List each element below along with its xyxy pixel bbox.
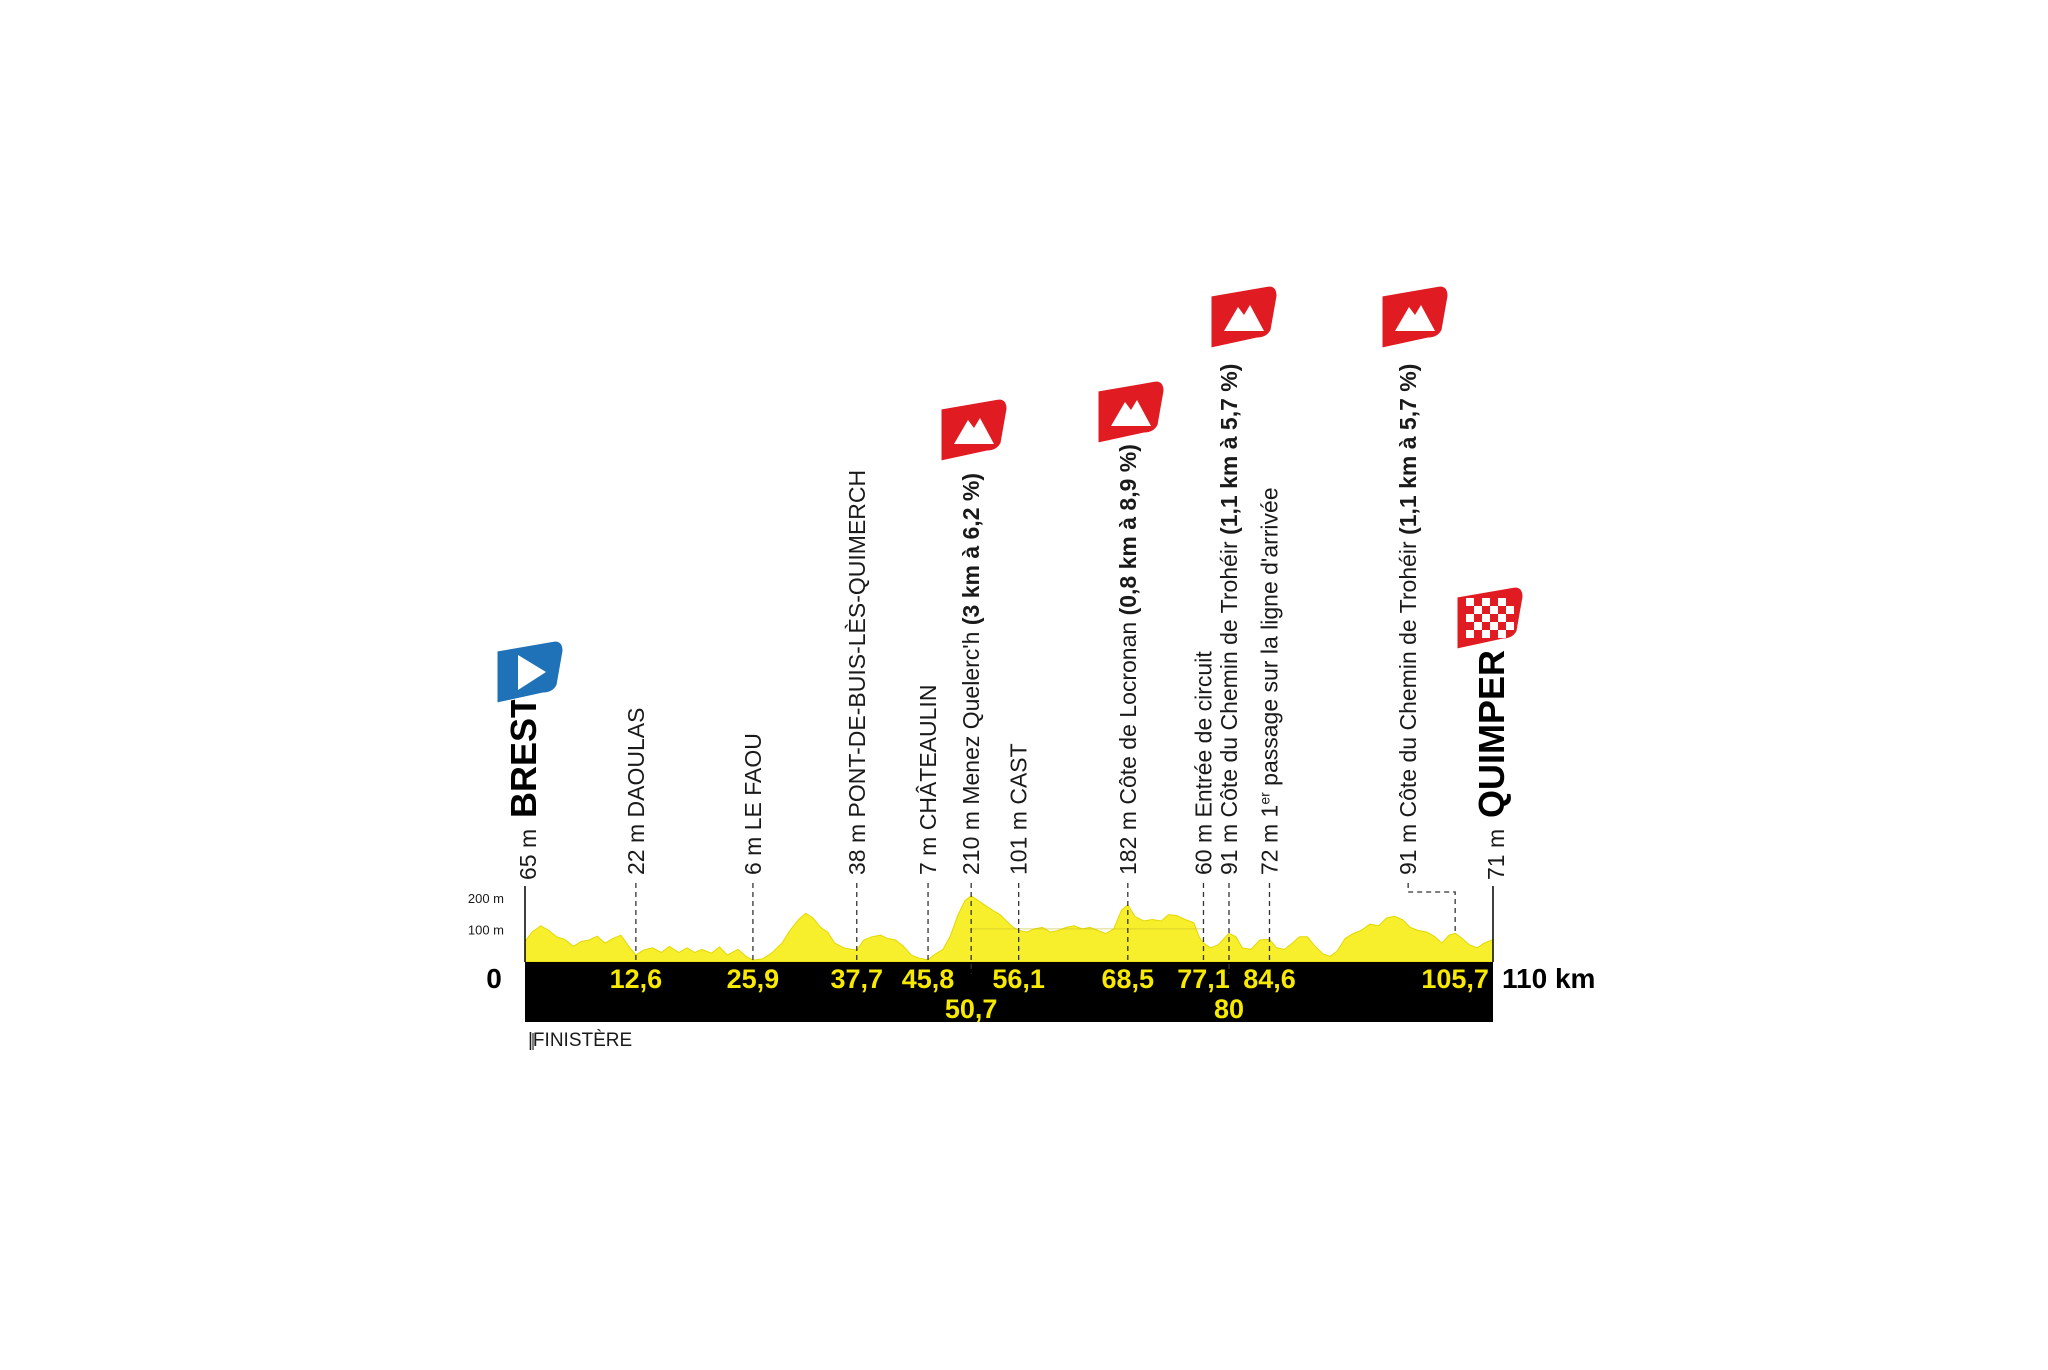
waypoint-label: 91 m Côte du Chemin de Trohéir (1,1 km à…	[1395, 364, 1421, 875]
waypoint-label: 7 m CHÂTEAULIN	[915, 685, 941, 875]
y-ticks-group: 100 m 200 m	[468, 891, 504, 938]
checker-cell	[1498, 598, 1506, 606]
checker-cell	[1466, 598, 1474, 606]
checkered-pattern	[1466, 598, 1514, 638]
waypoint-label-part: 210 m	[958, 805, 984, 875]
finish-elevation-label-part: 71 m	[1483, 829, 1509, 880]
km-label: 50,7	[945, 994, 998, 1024]
km-label: 84,6	[1243, 964, 1296, 994]
waypoint-label-part: 182 m	[1115, 805, 1141, 875]
waypoint-label: 38 m PONT-DE-BUIS-LÈS-QUIMERCH	[844, 470, 870, 875]
km-label: 68,5	[1102, 964, 1155, 994]
checker-cell	[1482, 598, 1490, 606]
y-tick-label: 100 m	[468, 923, 504, 938]
waypoint-label-part: Côte du Chemin de Trohéir	[1216, 535, 1242, 818]
checker-cell	[1482, 630, 1490, 638]
waypoint-label-part: Entrée de circuit	[1190, 651, 1216, 818]
waypoint-label-part: (0,8 km à 8,9 %)	[1115, 444, 1141, 615]
waypoint-label: 22 m DAOULAS	[623, 708, 649, 875]
waypoint-label-part: Côte de Locronan	[1115, 615, 1141, 804]
waypoint-label: 101 m CAST	[1006, 743, 1032, 875]
checker-cell	[1498, 614, 1506, 622]
profile-area-group	[524, 895, 1494, 963]
waypoint-label-part: DAOULAS	[623, 708, 649, 818]
waypoint-label-part: 6 m	[740, 830, 766, 875]
waypoint-label: 182 m Côte de Locronan (0,8 km à 8,9 %)	[1115, 444, 1141, 875]
checker-cell	[1466, 630, 1474, 638]
mountain-glyph	[1111, 400, 1151, 426]
axis-start-label: 0	[486, 963, 502, 994]
mountain-glyph	[1395, 305, 1435, 331]
checker-cell	[1490, 606, 1498, 614]
waypoint-label-part: 38 m	[844, 817, 870, 875]
waypoint-lines-group	[635, 883, 1456, 974]
axis-band	[525, 962, 1493, 1022]
km-label: 80	[1214, 994, 1244, 1024]
waypoint-label-part: 22 m	[623, 817, 649, 875]
waypoint-label: 91 m Côte du Chemin de Trohéir (1,1 km à…	[1216, 364, 1242, 875]
km-label: 37,7	[830, 964, 883, 994]
checker-cell	[1482, 614, 1490, 622]
km-label: 25,9	[727, 964, 780, 994]
km-label: 77,1	[1177, 964, 1230, 994]
waypoint-label-part: 72 m	[1256, 817, 1282, 875]
start-elevation-label-part: 65 m	[515, 829, 541, 880]
waypoint-label-part: Menez Quelerc'h	[958, 625, 984, 805]
waypoint-label-part: 7 m	[915, 830, 941, 875]
km-label: 45,8	[902, 964, 955, 994]
waypoint-label-part: (1,1 km à 5,7 %)	[1216, 364, 1242, 535]
waypoint-label-part: (3 km à 6,2 %)	[958, 473, 984, 625]
finish-elevation-label: 71 m	[1483, 829, 1509, 880]
checker-cell	[1466, 614, 1474, 622]
km-label: 12,6	[610, 964, 663, 994]
mountain-glyph	[954, 418, 994, 444]
mountain-glyph	[1224, 305, 1264, 331]
checker-cell	[1506, 622, 1514, 630]
waypoint-label-part: 1	[1256, 805, 1282, 818]
waypoint-label-part: passage sur la ligne d'arrivée	[1256, 487, 1282, 792]
axis-band-group	[524, 886, 1494, 1050]
start-city-label: BREST	[503, 696, 544, 818]
checker-cell	[1474, 622, 1482, 630]
flags-group	[496, 285, 1524, 704]
checker-cell	[1498, 630, 1506, 638]
y-tick-label: 200 m	[468, 891, 504, 906]
waypoint-label: 60 m Entrée de circuit	[1190, 651, 1216, 875]
waypoint-label: 210 m Menez Quelerc'h (3 km à 6,2 %)	[958, 473, 984, 875]
waypoint-label-part: 60 m	[1190, 817, 1216, 875]
waypoint-label: 72 m 1er passage sur la ligne d'arrivée	[1256, 487, 1282, 875]
waypoint-label: 6 m LE FAOU	[740, 733, 766, 875]
waypoint-label-part: (1,1 km à 5,7 %)	[1395, 364, 1421, 535]
waypoint-connector	[1407, 883, 1456, 934]
finish-city-label: QUIMPER	[1471, 650, 1512, 818]
waypoint-label-part: PONT-DE-BUIS-LÈS-QUIMERCH	[844, 470, 870, 818]
waypoint-label-part: Côte du Chemin de Trohéir	[1395, 535, 1421, 818]
waypoint-label-part: 91 m	[1395, 817, 1421, 875]
waypoint-label-part: 91 m	[1216, 817, 1242, 875]
region-label: |FINISTÈRE	[528, 1030, 632, 1051]
checker-cell	[1506, 606, 1514, 614]
km-label: 56,1	[992, 964, 1045, 994]
checker-cell	[1474, 606, 1482, 614]
checker-cell	[1490, 622, 1498, 630]
waypoint-label-part: 101 m	[1006, 805, 1032, 875]
waypoint-label-part: LE FAOU	[740, 733, 766, 830]
start-elevation-label: 65 m	[515, 829, 541, 880]
start-arrow-glyph	[518, 655, 546, 690]
waypoint-labels-group: 65 m BREST 71 m QUIMPER 22 m DAOULAS 6 m LE…	[503, 364, 1512, 880]
waypoint-label-part: er	[1256, 792, 1272, 805]
waypoint-label-part: CAST	[1006, 743, 1032, 804]
km-label: 105,7	[1421, 964, 1489, 994]
waypoint-label-part: CHÂTEAULIN	[915, 685, 941, 831]
axis-end-label: 110 km	[1502, 963, 1595, 994]
